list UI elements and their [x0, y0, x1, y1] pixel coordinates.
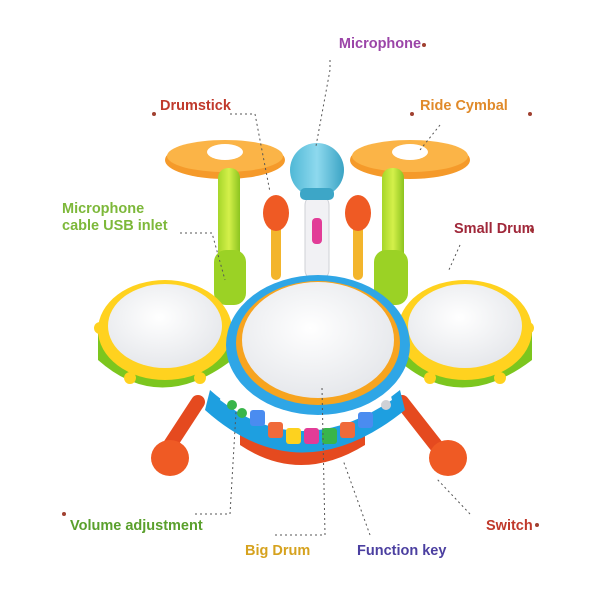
- base-body: [205, 390, 405, 453]
- label-mic-cable-line2: cable USB inlet: [62, 218, 168, 234]
- label-switch: Switch: [486, 518, 533, 534]
- base-legs: [151, 395, 467, 476]
- label-drumstick: Drumstick: [160, 98, 231, 114]
- label-volume-adjustment: Volume adjustment: [70, 518, 203, 534]
- callout-dots: [62, 43, 539, 527]
- left-small-drum: [94, 280, 234, 388]
- left-cymbal: [165, 140, 285, 305]
- label-ride-cymbal: Ride Cymbal: [420, 98, 508, 114]
- right-small-drum: [394, 280, 534, 388]
- microphone-unit: [290, 143, 344, 281]
- label-small-drum: Small Drum: [454, 221, 535, 237]
- label-big-drum: Big Drum: [245, 543, 311, 559]
- big-drum: [226, 275, 410, 415]
- label-function-key: Function key: [357, 543, 447, 559]
- right-cymbal: [350, 140, 470, 305]
- label-microphone: Microphone: [338, 36, 422, 52]
- drumsticks: [263, 195, 371, 280]
- label-mic-cable-line1: Microphone: [62, 201, 145, 217]
- callout-leaders: [180, 60, 471, 536]
